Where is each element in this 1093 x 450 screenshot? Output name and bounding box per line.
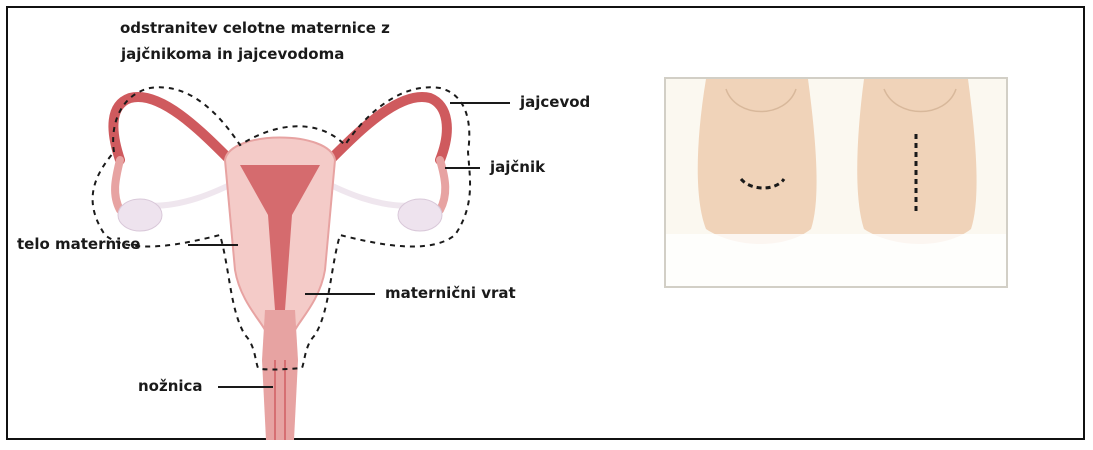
label-title-line1: odstranitev celotne maternice z	[120, 19, 390, 37]
label-title-line2: jajčnikoma in jajcevodoma	[121, 45, 344, 63]
incision-illustration-panel	[664, 77, 1008, 288]
label-fallopian-tube: jajcevod	[520, 93, 590, 111]
left-fimbria	[115, 160, 120, 210]
left-ovary	[118, 199, 162, 231]
leader-ovary	[445, 167, 480, 169]
leader-vagina	[218, 386, 273, 388]
vagina	[262, 360, 298, 440]
left-fallopian-tube	[113, 97, 230, 160]
label-ovary: jajčnik	[490, 158, 545, 176]
label-cervix: maternični vrat	[385, 284, 516, 302]
leader-uterus-body	[188, 244, 238, 246]
left-torso	[698, 79, 817, 244]
label-vagina: nožnica	[138, 377, 203, 395]
leader-cervix	[305, 293, 375, 295]
label-uterus-body: telo maternice	[17, 235, 140, 253]
leader-fallopian-tube	[450, 102, 510, 104]
right-fallopian-tube	[330, 97, 447, 160]
right-ovary	[398, 199, 442, 231]
cervix	[262, 310, 298, 360]
abdomen-incisions-illustration	[666, 79, 1006, 286]
